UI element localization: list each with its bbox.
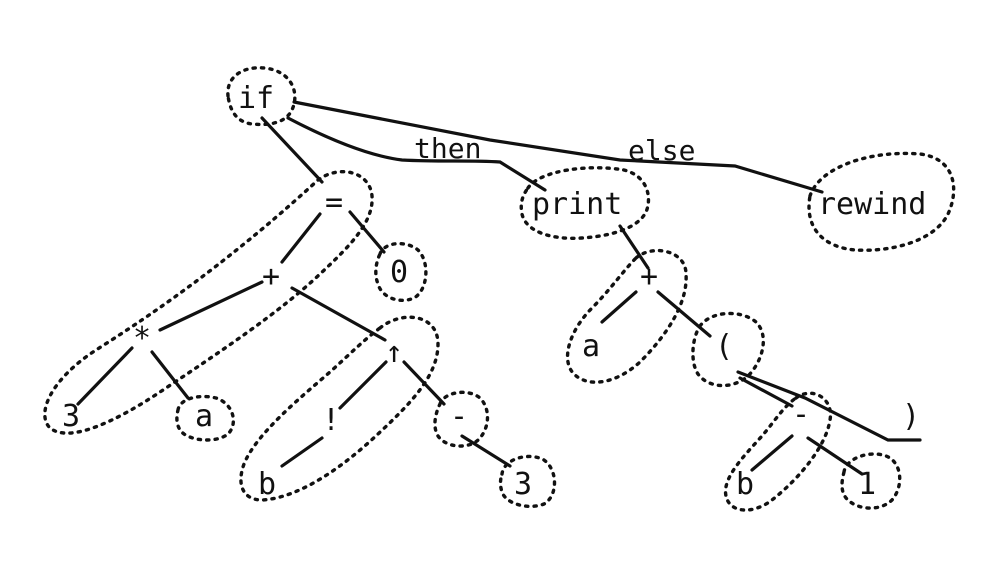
node-bang: ! [322,403,340,438]
tree-nodes: if = + * 3 a 0 ↑ ! b - 3 print + a ( ) -… [62,81,926,502]
node-b-cond: b [258,467,276,502]
node-lparen: ( [715,329,733,364]
node-eq: = [325,185,343,220]
outline-minus-b-expr [723,391,833,512]
edge-if-eq [260,116,324,184]
node-power: ↑ [385,335,403,370]
node-plus-cond: + [262,259,280,294]
edge-label-else: else [628,134,695,167]
outline-power-expr [239,315,440,502]
edge-lparen-rparen [736,370,922,442]
node-a-cond: a [195,399,213,434]
node-three: 3 [62,399,80,434]
outline-rewind [807,151,956,252]
node-rparen: ) [902,399,920,434]
outline-three-leaf [498,454,557,509]
outline-one [840,452,902,510]
tree-edges [76,100,922,476]
edge-if-else-rewind [292,100,824,194]
outline-plus-a-expr [565,248,688,384]
outline-if [226,66,297,127]
edge-times-three [76,346,134,406]
node-zero: 0 [390,255,408,290]
outline-print [519,166,651,240]
node-print: print [532,187,622,222]
node-if: if [238,81,274,116]
edge-times-a [150,350,190,400]
node-a-then: a [582,329,600,364]
edge-plus-power [290,286,387,342]
edge-minus-three [460,434,512,468]
dotted-outlines [43,66,956,512]
edge-eq-plus [280,212,322,264]
edge-plus-lparen [656,290,712,338]
node-one: 1 [858,467,876,502]
edge-plus-times [158,280,264,332]
outline-lparen [691,311,765,388]
outline-a-cond [175,394,236,442]
node-minus-then: - [792,397,810,432]
edge-label-then: then [414,132,481,165]
node-times: * [133,321,151,356]
node-rewind: rewind [818,187,926,222]
edge-eq-zero [348,210,386,254]
outline-condition-expr [43,170,374,435]
outline-minus-cond [433,390,490,448]
node-minus-cond: - [450,399,468,434]
node-plus-then: + [640,259,658,294]
node-b-then: b [736,467,754,502]
edge-power-bang [338,360,388,410]
edge-minus-one [806,436,864,476]
edge-plus-a [600,290,638,324]
edge-lparen-minus [738,376,794,408]
edge-minus-b [750,434,794,472]
node-three-leaf: 3 [514,467,532,502]
edge-if-then-print [286,116,547,192]
edge-print-plus [618,224,650,270]
outline-zero [374,242,428,303]
edge-bang-b [280,436,324,468]
edge-labels: then else [414,132,695,167]
